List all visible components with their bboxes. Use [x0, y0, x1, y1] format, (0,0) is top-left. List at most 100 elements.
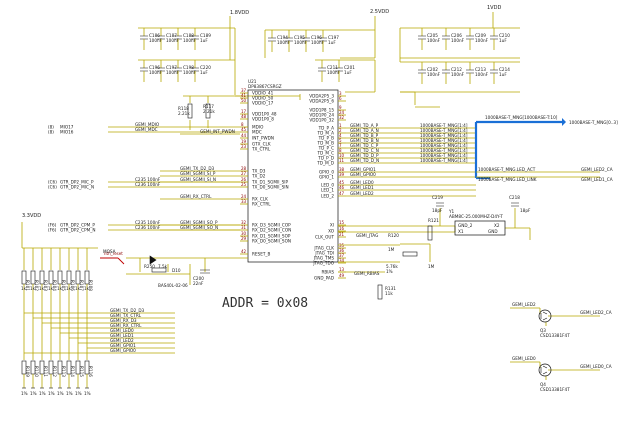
right-net: GEMI_TD_A_P: [346, 123, 476, 129]
strap-tolerance: 1%: [21, 391, 28, 396]
crystal-c218: C218: [509, 195, 520, 200]
capacitor-ref: C186: [149, 33, 160, 38]
pin-name: MDIO: [252, 125, 264, 130]
led-link-label: 1000BASE-T_MNG.LED_LINK: [478, 177, 537, 182]
capacitor-value: 100nF: [327, 70, 341, 75]
pin-number: 32: [241, 220, 247, 225]
strap-value: 1k: [84, 286, 90, 291]
pin-number: 5: [339, 138, 342, 143]
pin-name: TD_M_D: [316, 161, 334, 166]
pin-number: 24: [241, 194, 247, 199]
pin-name: VDDA2P5_3: [309, 94, 334, 99]
capacitor-ref: C213: [475, 67, 486, 72]
strap-ref-top: R108: [88, 280, 93, 291]
right-net: GEMI_TD_B_N: [346, 138, 476, 144]
strap-ref-bottom: R116: [88, 366, 93, 377]
led-driver-transistors: GEMI_LED2Q3CSD13381F4TGEMI_LED2_CAGEMI_L…: [510, 302, 612, 392]
capacitor-value: 100nF: [451, 72, 465, 77]
capacitor-value: 1uF: [344, 70, 352, 75]
capacitor-ref: C209: [475, 33, 486, 38]
pin-name: JTAG_TDO: [312, 261, 334, 266]
capacitor-ref: C198: [183, 65, 194, 70]
pin-name: RX_CTRL: [252, 202, 271, 207]
net-name: MIO17: [60, 125, 74, 130]
bus-top-label: 1000BASE-T_MNG[1000BASE-T:10]: [485, 115, 558, 120]
net-label: GEMI_TD_A_N: [350, 128, 379, 133]
pin-name: LED_1: [321, 188, 334, 193]
net-name: GTR_DP2_CPM_N: [60, 228, 95, 233]
pin-name: TX_D1_SGMII_SIP: [251, 180, 288, 185]
pin-number: 25: [241, 182, 247, 187]
pin-name: TX_D3: [251, 169, 266, 174]
pin-number: 13: [339, 267, 345, 272]
led1-ca-net: GEMI_LED1_CA: [581, 177, 613, 182]
bus-entry-label: 1000BASE-T_MNG[1:4]: [420, 133, 468, 138]
pin-number: 4: [339, 133, 342, 138]
capacitor-value: 100nF: [427, 72, 441, 77]
pin-name: LED_2: [321, 194, 334, 199]
pin-number: 48: [241, 114, 247, 119]
capacitor-ref: C206: [451, 33, 462, 38]
capacitor-value: 100nF: [183, 70, 197, 75]
chip-ref: U21: [248, 79, 257, 84]
crystal-part: ABM8C-25.000MHZ-D4Y-T: [449, 214, 503, 219]
right-net: GEMI_GPIO1: [346, 167, 476, 173]
left-internal-net: GEMI_INT_PWDN: [180, 129, 240, 135]
internal-net-label: GEMI_RX_CTRL: [180, 194, 212, 199]
capacitor-ref: C211: [327, 65, 338, 70]
rail-2p5vdd-label: 2.5VDD: [370, 9, 389, 15]
capacitor-ref: C188: [183, 33, 194, 38]
top-rails: [138, 12, 520, 108]
net-label: GEMI_TD_C_P: [350, 143, 379, 148]
led-net: GEMI_LED2: [512, 302, 536, 307]
net-target: C235 100nF: [135, 220, 161, 225]
reset-diode-part: BAS40L-02-06: [158, 283, 188, 288]
capacitor-value: 1uF: [328, 40, 336, 45]
pin-number: 8: [339, 148, 342, 153]
strap-net: GEMI_LED0: [60, 328, 175, 334]
pin-name: GTX_CLK: [252, 142, 271, 147]
strap-net-label: GEMI_GPIO1: [110, 343, 136, 348]
strap-tolerance: 1%: [39, 391, 46, 396]
capacitor-ref: C196: [311, 35, 322, 40]
pin-name: JTAG_TDI: [314, 251, 334, 256]
right-net: GEMI_TD_A_N: [346, 128, 476, 134]
right-net: GEMI_LED0: [346, 180, 476, 186]
right-net: GEMI_TD_D_P: [346, 153, 476, 159]
strap-value: 1k: [30, 286, 36, 291]
reset-c: C200: [193, 276, 204, 281]
strap-net: GEMI_LED2: [78, 338, 175, 344]
capacitor-value: 1uF: [499, 38, 507, 43]
capacitor-value: 100nF: [311, 40, 325, 45]
r117-ref: R117: [203, 104, 214, 109]
internal-net-label: GEMI_SGMII_SO_P: [180, 220, 218, 225]
bus-entry-label: 1000BASE-T_MNG[1:4]: [420, 143, 468, 148]
left-internal-net: GEMI_SGMII_SO_N: [160, 225, 240, 231]
pin-number: 41: [241, 93, 247, 98]
pin-number: 29: [241, 236, 247, 241]
pin-number: 44: [241, 133, 247, 138]
